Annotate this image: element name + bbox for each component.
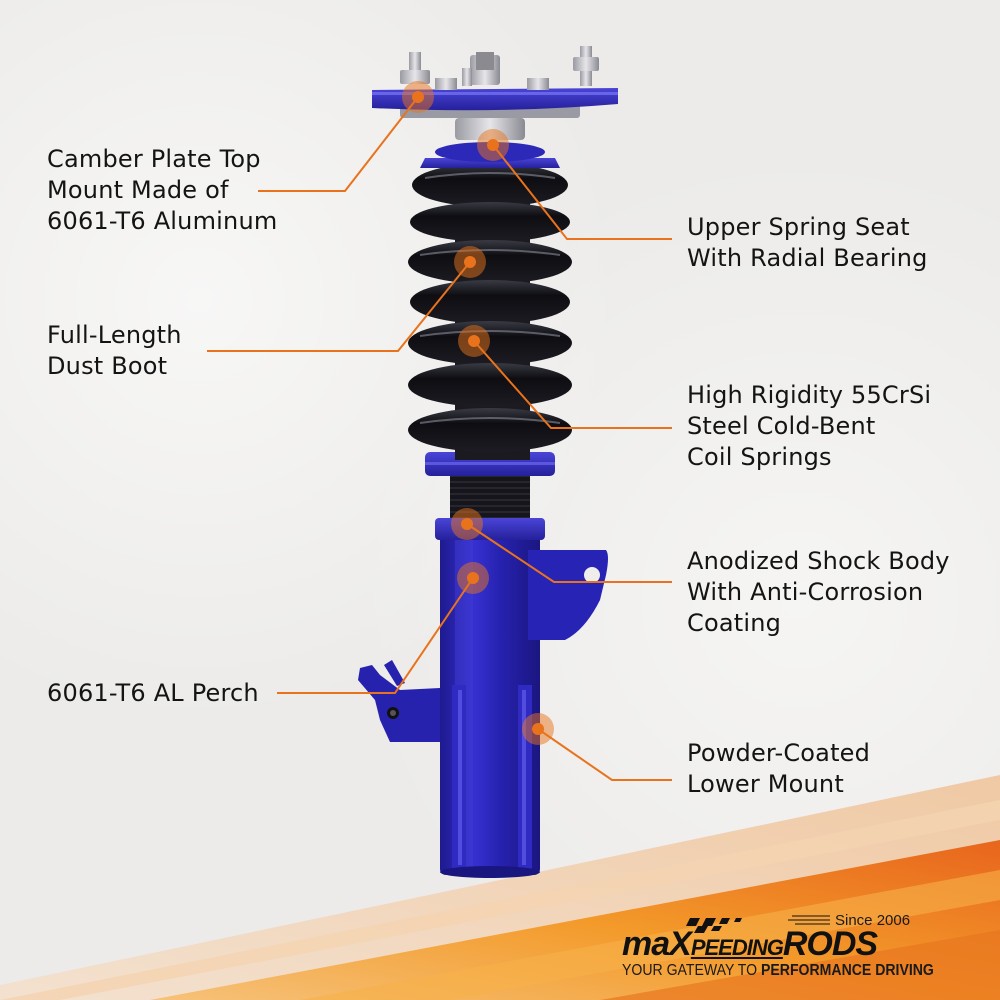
- callout-line: 6061-T6 AL Perch: [47, 679, 259, 707]
- callout-upper-spring-seat: Upper Spring Seat With Radial Bearing: [687, 212, 928, 274]
- callout-dots: [402, 81, 554, 745]
- callout-line: Coil Springs: [687, 443, 832, 471]
- coil-spring: [408, 160, 572, 460]
- callout-line: Camber Plate Top: [47, 145, 261, 173]
- bottom-banner: [0, 775, 1000, 1000]
- callout-coil-springs: High Rigidity 55CrSi Steel Cold-Bent Coi…: [687, 380, 931, 473]
- tagline-plain: YOUR GATEWAY TO: [622, 962, 761, 979]
- dot-upper-spring-seat: [477, 129, 509, 161]
- dot-al-perch: [457, 562, 489, 594]
- checkered-flag-icon: [686, 915, 830, 933]
- callout-line: Steel Cold-Bent: [687, 412, 876, 440]
- callout-line: Mount Made of: [47, 176, 229, 204]
- tagline-bold: PERFORMANCE DRIVING: [760, 962, 934, 979]
- since-year: Since 2006: [835, 912, 911, 929]
- callout-camber-plate: Camber Plate Top Mount Made of 6061-T6 A…: [47, 144, 277, 237]
- leader-lines: [207, 96, 672, 781]
- callout-line: High Rigidity 55CrSi: [687, 381, 932, 409]
- brand-tagline: YOUR GATEWAY TO PERFORMANCE DRIVING: [622, 962, 934, 980]
- threaded-sleeve: [425, 452, 555, 540]
- dot-camber-plate: [402, 81, 434, 113]
- brand-suffix: RODS: [782, 925, 878, 963]
- dot-coil-springs: [458, 325, 490, 357]
- callout-line: With Radial Bearing: [687, 244, 928, 272]
- callout-line: Coating: [687, 609, 782, 637]
- dot-lower-mount: [522, 713, 554, 745]
- callout-line: Lower Mount: [687, 770, 844, 798]
- callout-al-perch: 6061-T6 AL Perch: [47, 678, 259, 709]
- callout-line: Anodized Shock Body: [687, 547, 950, 575]
- callout-line: Powder-Coated: [687, 739, 871, 767]
- callout-line: Upper Spring Seat: [687, 213, 910, 241]
- brand-prefix: maX: [622, 925, 692, 963]
- brand-mid: PEEDING: [690, 935, 784, 960]
- callout-line: Dust Boot: [47, 352, 168, 380]
- dot-dust-boot: [454, 246, 486, 278]
- callout-shock-body: Anodized Shock Body With Anti-Corrosion …: [687, 546, 950, 639]
- brand-wordmark: maXPEEDINGRODS: [622, 925, 878, 964]
- shock-body: [358, 535, 608, 878]
- callout-line: 6061-T6 Aluminum: [47, 207, 278, 235]
- callout-line: With Anti-Corrosion: [687, 578, 924, 606]
- callout-dust-boot: Full-Length Dust Boot: [47, 320, 182, 382]
- dot-shock-body: [451, 508, 483, 540]
- callout-line: Full-Length: [47, 321, 182, 349]
- callout-lower-mount: Powder-Coated Lower Mount: [687, 738, 870, 800]
